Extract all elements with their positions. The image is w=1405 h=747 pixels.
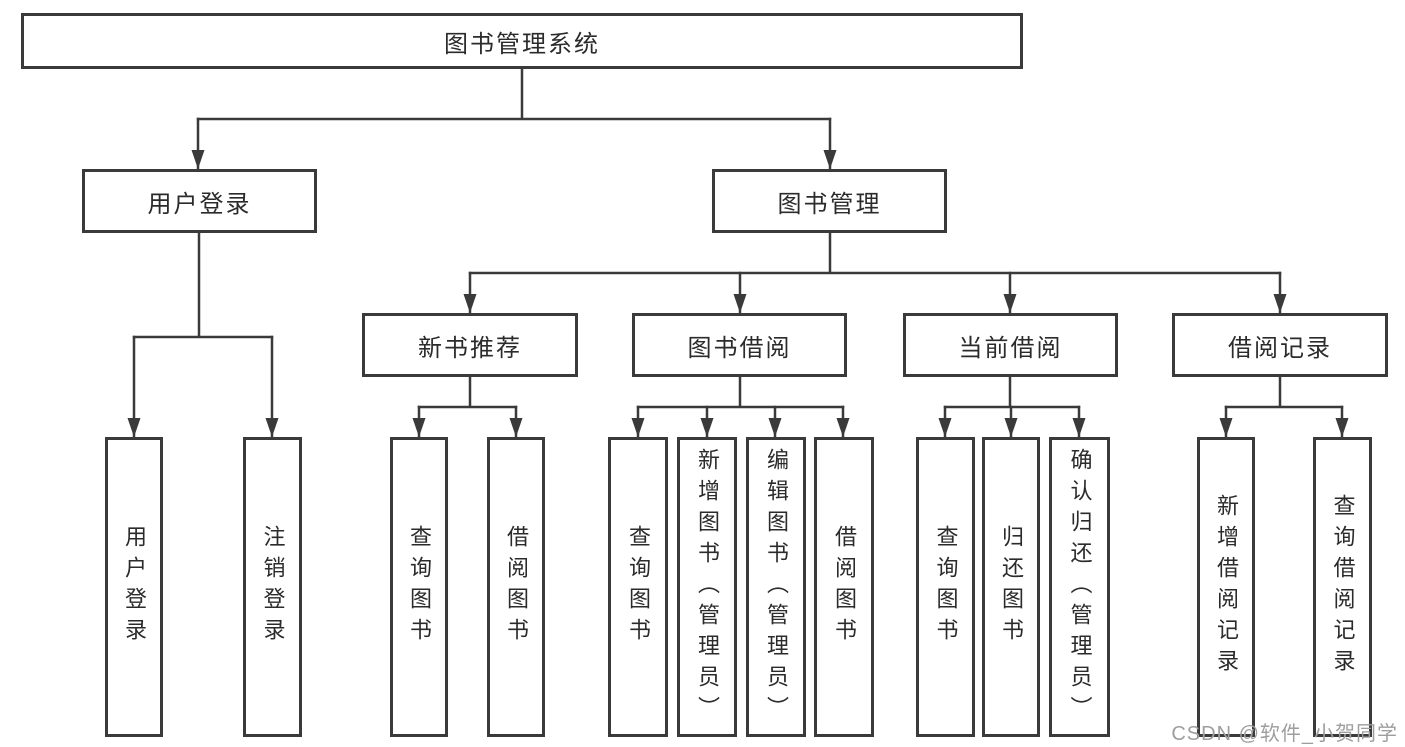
connector-borrow-trunk — [636, 375, 845, 409]
node-label: 图书管理系统 — [444, 30, 600, 58]
node-label: 查询图书 — [626, 525, 651, 649]
node-borrow-records: 借阅记录 — [1172, 313, 1388, 377]
node-label: 确认归还（管理员） — [1067, 447, 1093, 727]
node-label: 用户登录 — [147, 190, 252, 218]
leaf-query-books-recommend: 查询图书 — [390, 437, 448, 737]
leaf-borrow-books: 借阅图书 — [814, 437, 874, 737]
node-label: 图书借阅 — [687, 334, 792, 362]
leaf-query-books-current: 查询图书 — [916, 437, 975, 737]
node-label: 注销登录 — [260, 525, 286, 649]
connector-user-login-trunk — [132, 231, 274, 339]
node-label: 当前借阅 — [958, 334, 1063, 362]
node-new-book-recommend: 新书推荐 — [362, 313, 578, 377]
connector-current-trunk — [943, 375, 1081, 409]
leaf-user-login: 用户登录 — [105, 437, 163, 737]
node-label: 新书推荐 — [418, 334, 522, 362]
connector-book-management-trunk — [468, 231, 1282, 275]
node-label: 借阅图书 — [504, 525, 529, 649]
node-label: 新增图书（管理员） — [695, 447, 720, 727]
node-label: 归还图书 — [999, 525, 1024, 649]
leaf-confirm-return-admin: 确认归还（管理员） — [1049, 437, 1110, 737]
node-label: 借阅记录 — [1228, 334, 1332, 362]
watermark-text: CSDN @软件_小贺同学 — [1171, 723, 1398, 745]
leaf-logout-login: 注销登录 — [243, 437, 302, 737]
leaf-query-books-borrow: 查询图书 — [608, 437, 668, 737]
node-label: 图书管理 — [777, 190, 882, 218]
node-user-login: 用户登录 — [82, 169, 317, 233]
node-current-borrow: 当前借阅 — [903, 313, 1118, 377]
node-book-borrow: 图书借阅 — [632, 313, 847, 377]
node-library-management-system: 图书管理系统 — [21, 13, 1023, 69]
node-label: 查询图书 — [407, 525, 432, 649]
leaf-return-books: 归还图书 — [982, 437, 1040, 737]
leaf-add-books-admin: 新增图书（管理员） — [677, 437, 737, 737]
node-label: 编辑图书（管理员） — [764, 447, 789, 727]
leaf-borrow-books-recommend: 借阅图书 — [487, 437, 545, 737]
node-book-management: 图书管理 — [712, 169, 947, 233]
connector-records-trunk — [1224, 375, 1344, 409]
node-label: 查询借阅记录 — [1330, 494, 1356, 680]
leaf-add-borrow-record: 新增借阅记录 — [1197, 437, 1255, 737]
node-label: 借阅图书 — [832, 525, 857, 649]
node-label: 查询图书 — [933, 525, 959, 649]
leaf-edit-books-admin: 编辑图书（管理员） — [746, 437, 806, 737]
node-label: 新增借阅记录 — [1214, 494, 1239, 680]
leaf-query-borrow-record: 查询借阅记录 — [1313, 437, 1372, 737]
node-label: 用户登录 — [122, 525, 147, 649]
connector-recommend-trunk — [417, 375, 518, 409]
connector-root-trunk — [196, 67, 832, 121]
